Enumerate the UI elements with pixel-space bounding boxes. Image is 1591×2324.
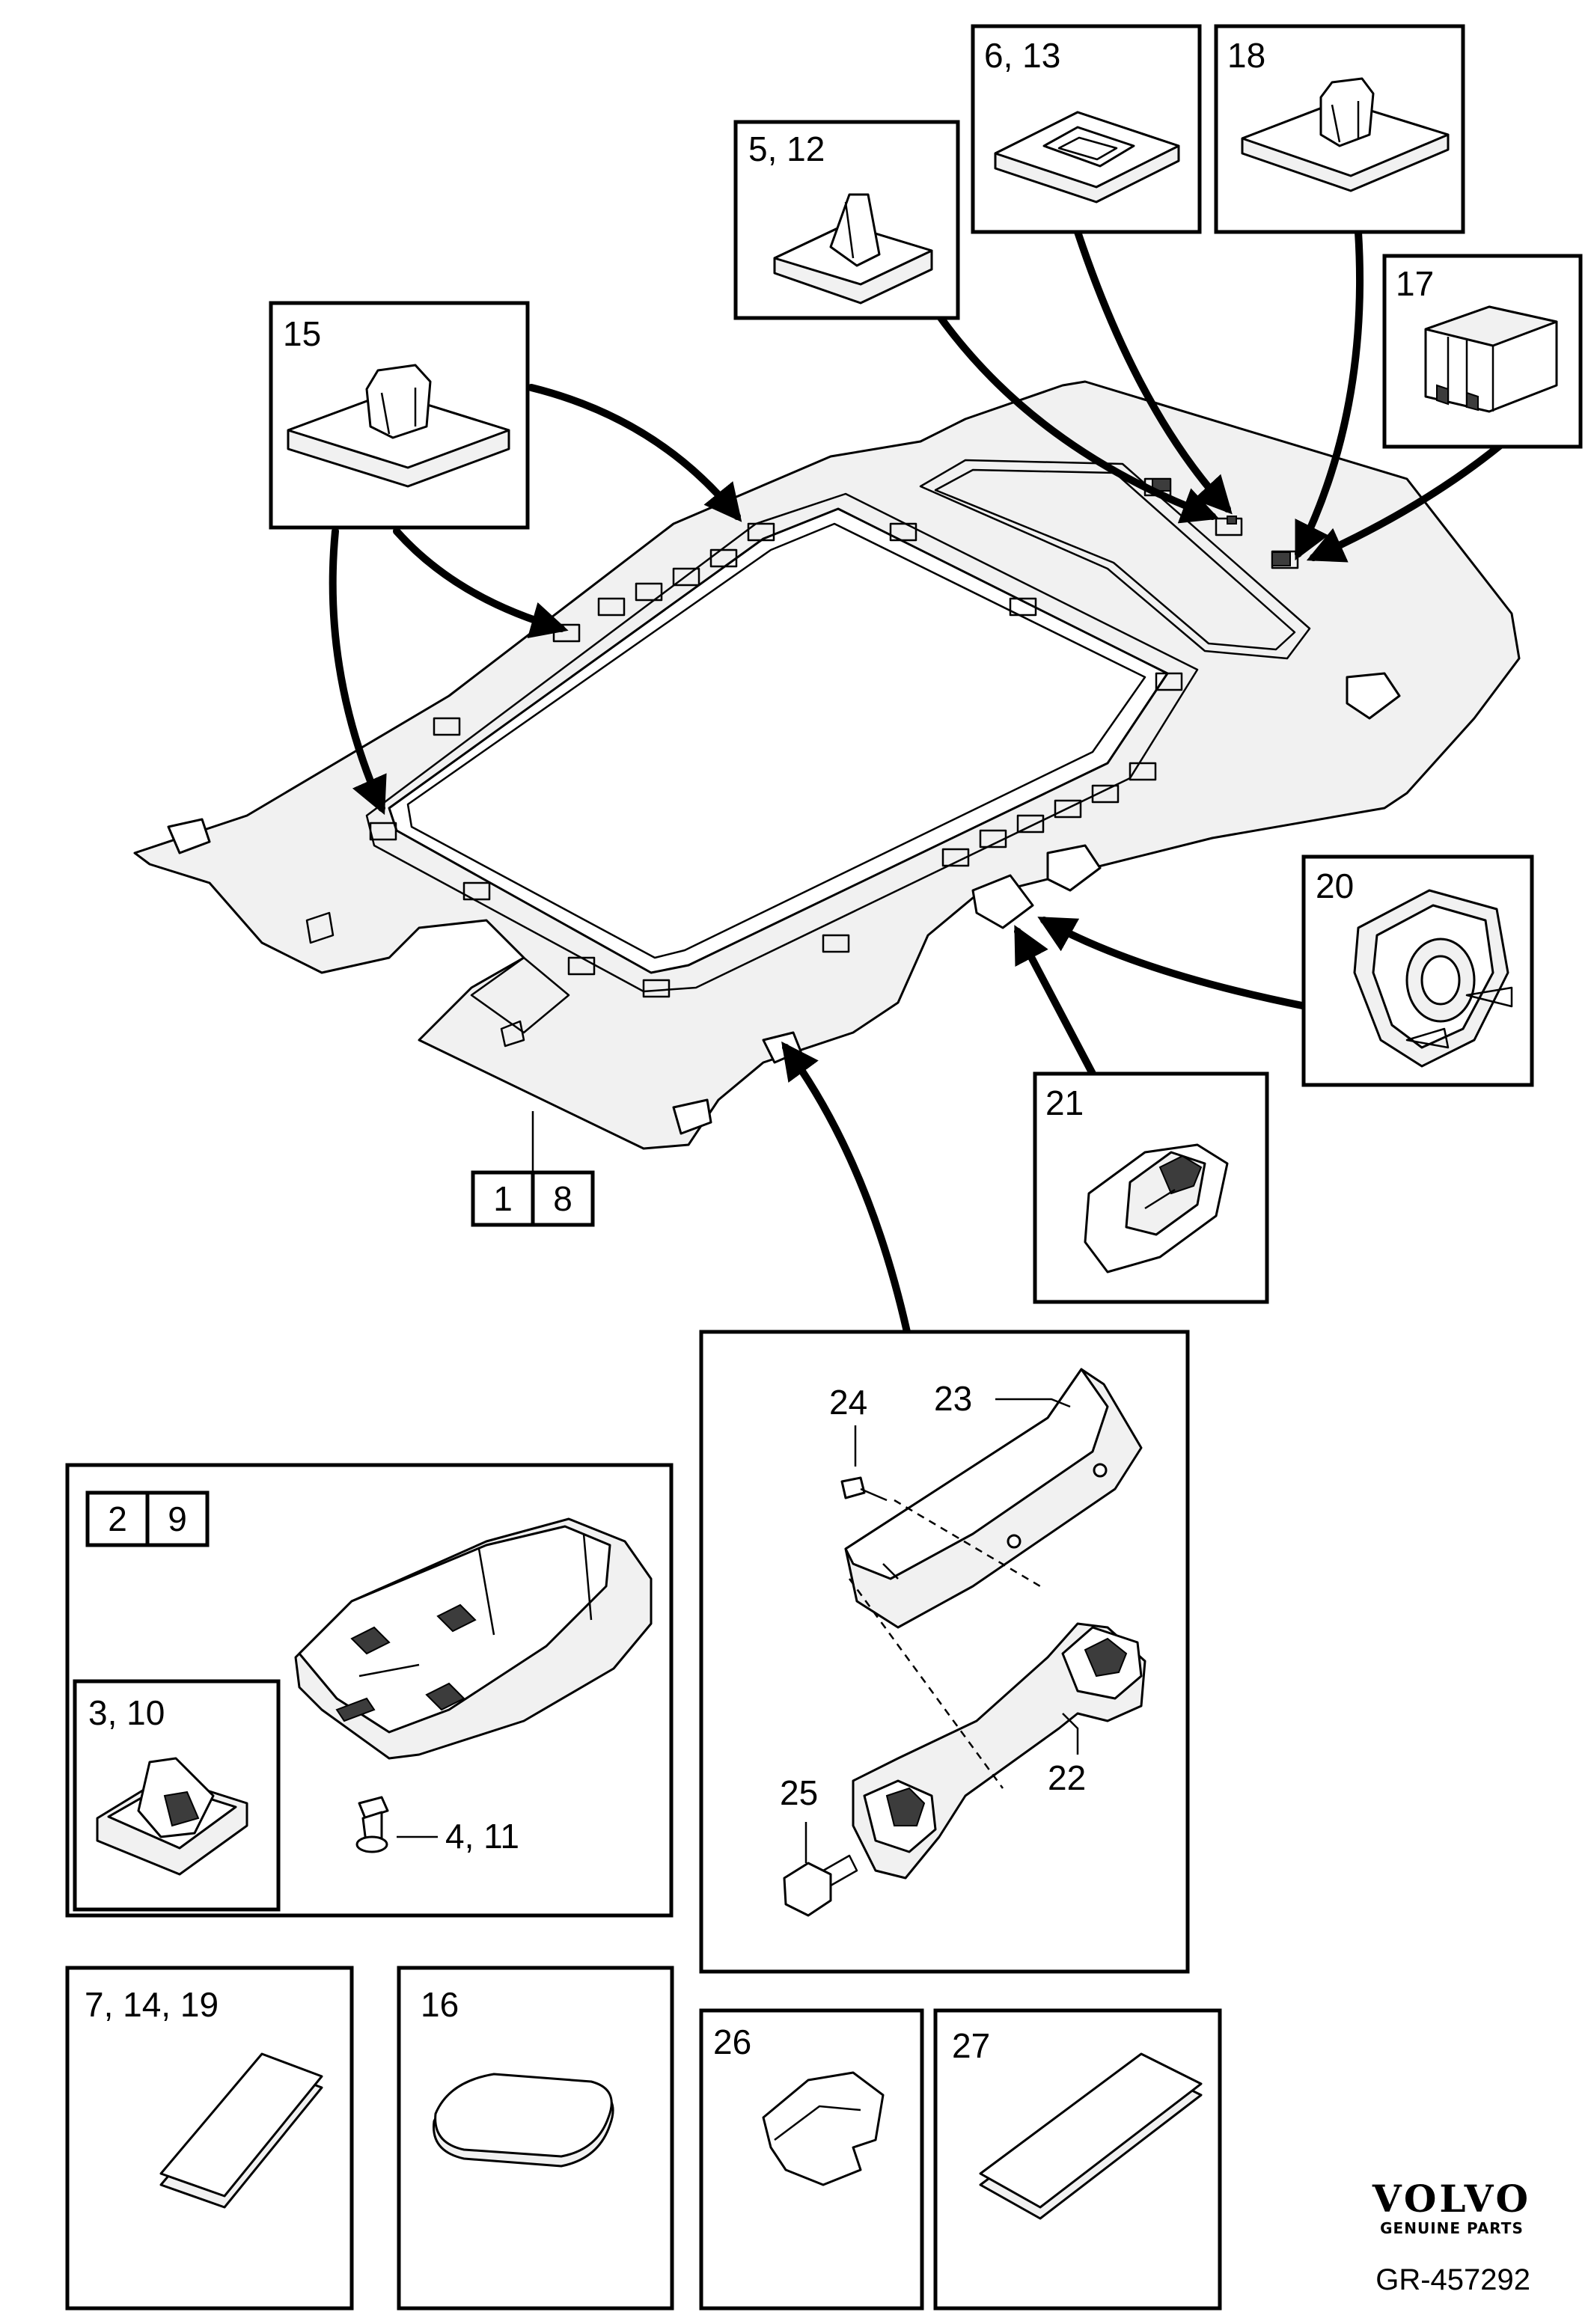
brand-name: VOLVO [1372,2177,1531,2221]
callout-3-10: 3, 10 [88,1693,165,1732]
callout-4-11: 4, 11 [445,1817,519,1856]
headliner [133,380,1521,1150]
callout-5-12: 5, 12 [748,129,825,168]
callout-16: 16 [421,1985,459,2024]
callout-20: 20 [1316,866,1354,905]
part-box-16: 16 [397,1966,674,2311]
callout-1: 1 [493,1179,513,1218]
part-box-17: 17 [1382,254,1583,449]
part-4-11: 4, 11 [355,1796,519,1856]
callout-27: 27 [952,2026,990,2065]
part-box-7-14-19: 7, 14, 19 [65,1966,354,2311]
callout-8: 8 [553,1179,572,1218]
callout-18: 18 [1227,36,1265,75]
callout-25: 25 [780,1773,818,1812]
callout-2: 2 [108,1499,127,1538]
callout-1-8: 1 8 [471,1170,595,1227]
callout-21: 21 [1045,1083,1084,1122]
reference-number: GR-457292 [1375,2263,1530,2296]
part-box-26: 26 [699,2008,924,2311]
part-box-grab-handle: 23 24 22 25 [699,1330,1190,1974]
brand-subtitle: GENUINE PARTS [1380,2219,1524,2237]
part-box-3-10: 3, 10 [73,1679,281,1912]
callout-7-14-19: 7, 14, 19 [85,1985,219,2024]
callout-24: 24 [829,1383,867,1422]
callout-15: 15 [283,314,321,353]
callout-23: 23 [934,1379,972,1418]
callout-17: 17 [1396,264,1434,303]
part-box-21: 21 [1033,1071,1269,1304]
brand-logo: VOLVO GENUINE PARTS [1372,2177,1531,2237]
callout-26: 26 [713,2022,751,2061]
part-box-6-13: 6, 13 [971,24,1202,234]
part-box-27: 27 [933,2008,1222,2311]
callout-6-13: 6, 13 [984,36,1060,75]
part-box-18: 18 [1214,24,1465,234]
part-box-15: 15 [269,301,530,530]
leader-arrows [273,228,1504,1826]
part-box-20: 20 [1301,854,1534,1087]
callout-9: 9 [168,1499,187,1538]
part-box-5-12: 5, 12 [733,120,960,320]
callout-22: 22 [1048,1758,1086,1797]
